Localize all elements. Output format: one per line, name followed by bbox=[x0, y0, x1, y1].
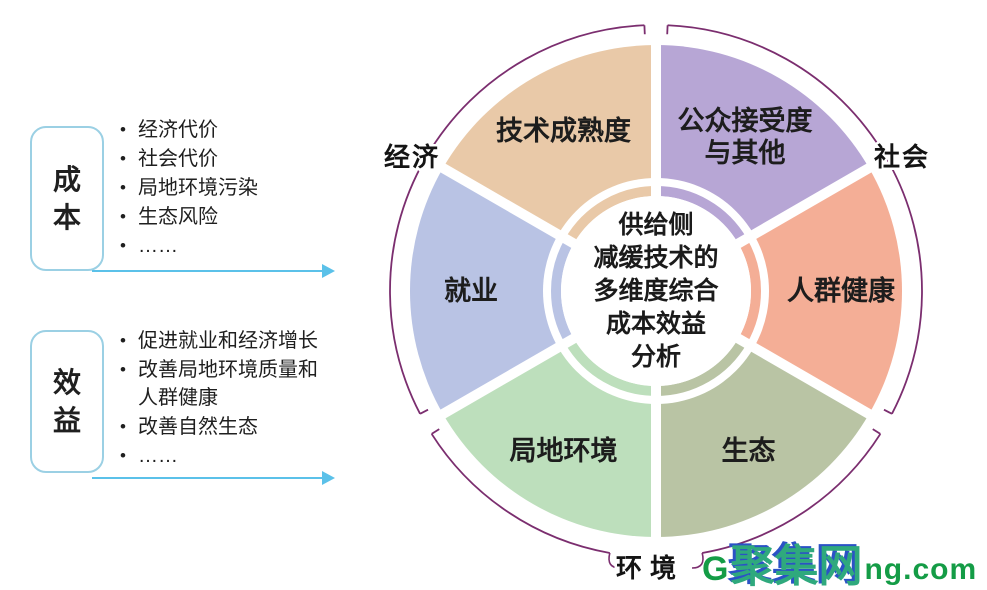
benefit-arrow bbox=[92, 471, 335, 485]
outer-ring-tick bbox=[419, 408, 429, 415]
watermark-cn-text: 聚集网 bbox=[730, 542, 863, 590]
segment-ring-ecology bbox=[655, 338, 747, 396]
cost-list-item: 生态风险 bbox=[118, 203, 336, 231]
watermark-en-text: ng.com bbox=[864, 553, 978, 586]
segment-label-public-acceptance: 公众接受度与其他 bbox=[678, 105, 813, 168]
cost-list-item: 社会代价 bbox=[118, 145, 336, 173]
cost-box-label: 成本 bbox=[52, 163, 81, 233]
outer-label-environment: 环境 bbox=[616, 553, 684, 583]
outer-ring-arc bbox=[702, 433, 882, 554]
environment-label-connector-right bbox=[691, 552, 704, 569]
outer-ring-arc bbox=[389, 24, 645, 415]
segment-ring-public-acceptance bbox=[655, 186, 747, 244]
outer-ring-arc bbox=[667, 24, 923, 415]
benefit-box: 效益 bbox=[30, 330, 104, 473]
cost-box: 成本 bbox=[30, 126, 104, 271]
benefit-box-label: 效益 bbox=[52, 366, 81, 436]
outer-ring-tick bbox=[431, 428, 440, 435]
cost-list-item: …… bbox=[118, 232, 336, 260]
cost-bullet-list: 经济代价社会代价局地环境污染生态风险…… bbox=[118, 116, 336, 261]
segment-ring-employment bbox=[551, 238, 574, 344]
segment-separator bbox=[653, 286, 877, 422]
environment-label-connector-left bbox=[608, 552, 621, 569]
outer-ring-tick bbox=[883, 408, 893, 415]
segment-population-health bbox=[656, 168, 902, 414]
wheel-center-title-line: 分析 bbox=[630, 342, 681, 371]
watermark-prefix: G bbox=[702, 550, 729, 588]
segment-label-employment: 就业 bbox=[444, 276, 498, 306]
wheel-center-title-line: 供给侧 bbox=[618, 210, 694, 239]
segment-label-population-health: 人群健康 bbox=[787, 275, 896, 306]
wheel-center-title: 供给侧减缓技术的多维度综合成本效益分析 bbox=[558, 196, 754, 386]
wheel-center-title-line: 多维度综合 bbox=[593, 276, 719, 305]
segment-separator bbox=[653, 160, 877, 296]
segment-employment bbox=[410, 168, 656, 414]
outer-label-society: 社会 bbox=[874, 142, 930, 172]
segment-ring-local-environment bbox=[565, 338, 657, 396]
segment-ring-tech-maturity bbox=[565, 186, 657, 244]
cost-list-item: 经济代价 bbox=[118, 116, 336, 144]
outer-ring-tick bbox=[872, 428, 881, 435]
wheel-center-title-line: 成本效益 bbox=[605, 309, 706, 338]
segment-label-local-environment: 局地环境 bbox=[510, 436, 618, 466]
cost-arrow bbox=[92, 264, 335, 278]
segment-separator bbox=[435, 160, 659, 296]
segment-label-ecology: 生态 bbox=[722, 436, 776, 466]
benefit-list-item: 促进就业和经济增长 bbox=[118, 327, 336, 355]
watermark: G 聚集网 ng.com bbox=[702, 544, 977, 590]
segment-ring-population-health bbox=[738, 238, 761, 344]
benefit-list-item: 改善局地环境质量和人群健康 bbox=[118, 356, 336, 412]
outer-ring-arc bbox=[430, 433, 610, 554]
benefit-list-item: …… bbox=[118, 442, 336, 470]
wheel-center-title-line: 减缓技术的 bbox=[593, 243, 719, 272]
benefit-list-item: 改善自然生态 bbox=[118, 413, 336, 441]
cost-list-item: 局地环境污染 bbox=[118, 174, 336, 202]
benefit-bullet-list: 促进就业和经济增长改善局地环境质量和人群健康改善自然生态…… bbox=[118, 327, 336, 471]
segment-separator bbox=[435, 286, 659, 422]
outer-label-economy: 经济 bbox=[384, 142, 440, 172]
segment-label-tech-maturity: 技术成熟度 bbox=[496, 115, 631, 146]
